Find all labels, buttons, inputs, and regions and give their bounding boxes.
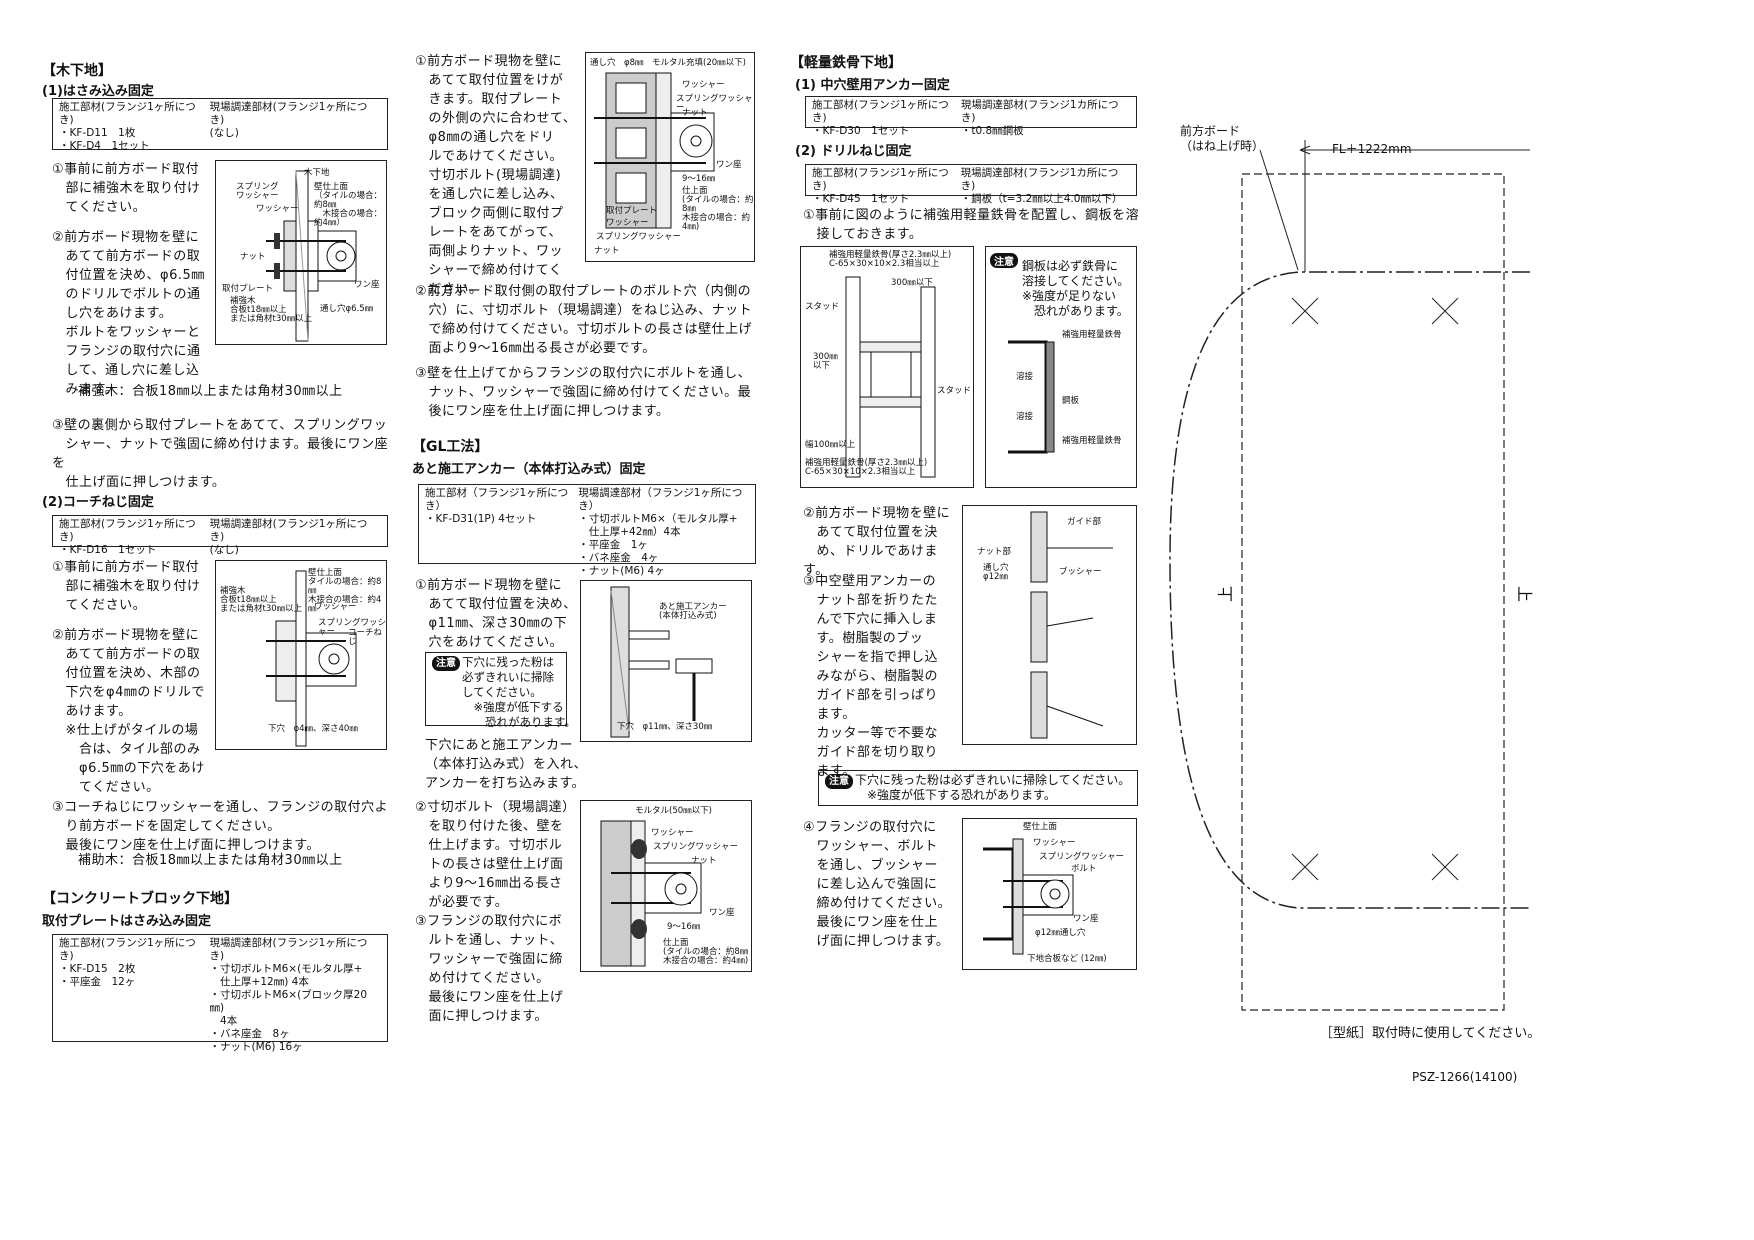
parts-table-clamp: 施工部材(フランジ1ヶ所につき)現場調達部材(フランジ1ヶ所につき) ・KF-D…	[52, 98, 388, 152]
figure-hollow-bolt: 壁仕上面 ワッシャー スプリングワッシャー ボルト ワン座 φ12㎜通し穴 下地…	[962, 818, 1137, 970]
board-label: 前方ボード （はね上げ時）	[1180, 124, 1265, 153]
caution-badge: 注意	[990, 253, 1018, 268]
steel-anchor-subtitle: (1) 中穴壁用アンカー固定	[795, 78, 950, 93]
figure-block-plate: 通し穴 φ8㎜ モルタル充填(20㎜以下) ワッシャー スプリングワッシャー ナ…	[585, 52, 755, 262]
gl-step-3: ③フランジの取付穴にボ ルトを通し、ナット、 ワッシャーで強固に締 め付けてくだ…	[415, 914, 564, 1024]
gl-step-2: ②寸切ボルト（現場調達） を取り付けた後、壁を 仕上げます。寸切ボル トの長さは…	[415, 800, 576, 910]
block-step-3: ③壁を仕上げてからフランジの取付穴にボルトを通し、 ナット、ワッシャーで強固に締…	[415, 366, 752, 419]
left-up-mark: 上	[1216, 585, 1236, 603]
block-section-title: 【コンクリートブロック下地】	[42, 891, 238, 907]
figure-steel-weld: 注意 鋼板は必ず鉄骨に 溶接してください。 ※強度が足りない 恐れがあります。 …	[985, 246, 1137, 488]
coach-subtitle: (2)コーチねじ固定	[42, 495, 154, 510]
steel-step-3: ③中空壁用アンカーの ナット部を折りたた んで下穴に挿入しま す。樹脂製のブッ …	[803, 574, 939, 779]
gl-section-title: 【GL工法】	[412, 439, 489, 455]
figure-coach-screw: 補強木 合板t18㎜以上 または角材t30㎜以上 壁仕上面 タイルの場合：約8㎜…	[215, 560, 387, 750]
caution-badge: 注意	[825, 774, 853, 789]
clamp-subtitle: (1)はさみ込み固定	[42, 84, 154, 99]
coach-reinforce-note: 補助木：合板18㎜以上または角材30㎜以上	[78, 853, 343, 868]
steel-drill-subtitle: (2) ドリルねじ固定	[795, 144, 912, 159]
template-caption: ［型紙］取付時に使用してください。	[1320, 1026, 1541, 1041]
fl-height-label: FL＋1222mm	[1332, 142, 1412, 156]
parts-table-gl: 施工部材（フランジ1ヶ所につき）現場調達部材（フランジ1ヶ所につき） ・KF-D…	[418, 484, 756, 577]
figure-wood-clamp: スプリング ワッシャー 木下地 壁仕上面 （タイルの場合：約8㎜ 木接合の場合：…	[215, 160, 387, 345]
wood-reinforce-note: 補強木：合板18㎜以上または角材30㎜以上	[78, 384, 343, 399]
gl-step-1-cont: 下穴にあと施工アンカー （本体打込み式）を入れ、 アンカーを打ち込みます。	[425, 738, 588, 791]
steel-step-2: ②前方ボード現物を壁に あてて取付位置を決 め、ドリルであけます。	[803, 506, 951, 578]
mounting-template-drawing	[1169, 140, 1530, 1011]
wood-step-1: ①事前に前方ボード取付 部に補強木を取り付け てください。	[52, 162, 201, 215]
gl-subtitle: あと施工アンカー（本体打込み式）固定	[412, 462, 646, 477]
parts-table-steel-anchor: 施工部材(フランジ1ヶ所につき)現場調達部材(フランジ1カ所につき) ・KF-D…	[805, 96, 1137, 137]
coach-step-1: ①事前に前方ボード取付 部に補強木を取り付け てください。	[52, 560, 201, 613]
caution-badge: 注意	[432, 656, 460, 671]
steel-step-4: ④フランジの取付穴に ワッシャー、ボルト を通し、ブッシャー に差し込んで強固に…	[803, 820, 952, 949]
parts-table-block: 施工部材(フランジ1ヶ所につき)現場調達部材(フランジ1ヶ所につき) ・KF-D…	[52, 934, 388, 1053]
gl-step-1: ①前方ボード現物を壁に あてて取付位置を決め、 φ11㎜、深さ30㎜の下 穴をあ…	[415, 578, 577, 650]
parts-table-coach: 施工部材(フランジ1ヶ所につき)現場調達部材(フランジ1ヶ所につき) ・KF-D…	[52, 515, 388, 556]
block-step-1: ①前方ボード現物を壁に あてて取付位置をけが きます。取付プレート の外側の穴に…	[415, 54, 577, 297]
wood-section-title: 【木下地】	[42, 63, 112, 79]
figure-hollow-anchor: ガイド部 ナット部 通し穴 φ12㎜ ブッシャー	[962, 505, 1137, 745]
parts-table-steel-drill: 施工部材(フランジ1ヶ所につき)現場調達部材(フランジ1カ所につき) ・KF-D…	[805, 164, 1137, 205]
wood-step-2: ②前方ボード現物を壁に あてて前方ボードの取 付位置を決め、φ6.5㎜ のドリル…	[52, 230, 205, 397]
coach-step-2: ②前方ボード現物を壁に あてて前方ボードの取 付位置を決め、木部の 下穴をφ4㎜…	[52, 628, 205, 795]
figure-gl-bolt: モルタル(50㎜以下) ワッシャー スプリングワッシャー ナット ワン座 9～1…	[580, 800, 752, 972]
block-subtitle: 取付プレートはさみ込み固定	[42, 914, 212, 929]
block-step-2: ②前方ボード取付側の取付プレートのボルト穴（内側の 穴）に、寸切ボルト（現場調達…	[415, 284, 753, 356]
figure-steel-frame: 補強用軽量鉄骨(厚さ2.3㎜以上) C-65×30×10×2.3相当以上 300…	[800, 246, 974, 488]
coach-step-3: ③コーチねじにワッシャーを通し、フランジの取付穴よ り前方ボードを固定してくださ…	[52, 800, 389, 853]
steel-section-title: 【軽量鉄骨下地】	[790, 55, 902, 71]
steel-caution-box: 注意 下穴に残った粉は必ずきれいに掃除してください。 ※強度が低下する恐れがあり…	[818, 770, 1138, 806]
figure-gl-anchor: あと施工アンカー (本体打込み式) 下穴 φ11㎜、深さ30㎜	[580, 580, 752, 742]
wood-step-3: ③壁の裏側から取付プレートをあてて、スプリングワッ シャー、ナットで強固に締め付…	[52, 418, 389, 490]
document-code: PSZ-1266(14100)	[1412, 1070, 1518, 1084]
gl-caution-box: 注意 下穴に残った粉は 必ずきれいに掃除 してください。 ※強度が低下する 恐れ…	[425, 652, 576, 729]
right-up-mark: 上	[1515, 585, 1535, 603]
steel-step-1: ①事前に図のように補強用軽量鉄骨を配置し、鋼板を溶 接しておきます。	[803, 208, 1140, 242]
